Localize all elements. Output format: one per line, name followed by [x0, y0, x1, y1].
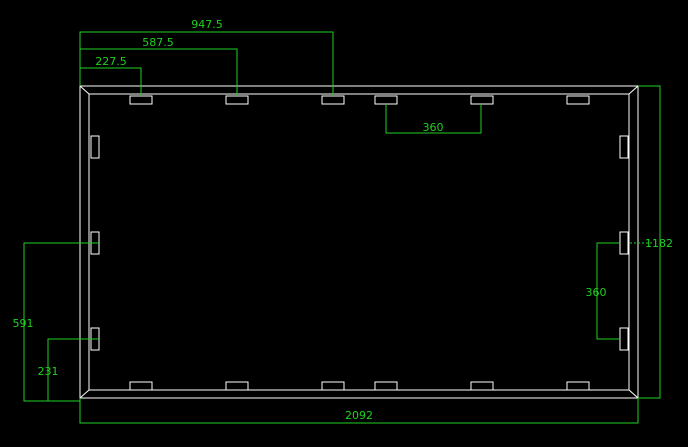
clip-top-6 — [566, 95, 590, 105]
inner-frame-rect — [88, 93, 630, 391]
frame — [79, 85, 639, 399]
clip-bottom-5 — [470, 381, 494, 391]
clip-right-1 — [619, 135, 629, 159]
label-top-360: 360 — [423, 121, 444, 134]
frame-corner-br — [628, 389, 639, 399]
clip-bottom-6 — [566, 381, 590, 391]
dim-line-591 — [23, 242, 99, 402]
clip-bottom-2 — [225, 381, 249, 391]
clip-bottom-3 — [321, 381, 345, 391]
clip-left-1 — [90, 135, 100, 159]
label-right-360: 360 — [586, 286, 607, 299]
clip-bottom-4 — [374, 381, 398, 391]
label-1182: 1182 — [645, 237, 673, 250]
dim-line-1182 — [638, 85, 661, 399]
dim-line-top-360 — [385, 104, 482, 134]
dim-line-2092 — [79, 398, 639, 424]
dimension-labels: 947.5 587.5 227.5 360 1182 360 591 231 2… — [13, 18, 674, 422]
label-227: 227.5 — [95, 55, 127, 68]
dim-line-right-360 — [596, 242, 620, 340]
clip-top-5 — [470, 95, 494, 105]
frame-corner-bl — [79, 389, 90, 399]
frame-corner-tl — [79, 85, 90, 95]
label-2092: 2092 — [345, 409, 373, 422]
dim-line-587 — [80, 48, 238, 96]
label-587: 587.5 — [142, 36, 174, 49]
dim-line-231 — [47, 338, 99, 401]
dimension-lines — [23, 31, 661, 424]
label-591: 591 — [13, 317, 34, 330]
dim-line-227 — [80, 67, 142, 96]
label-947: 947.5 — [191, 18, 223, 31]
outer-frame-rect — [79, 85, 639, 399]
dim-line-947 — [79, 31, 334, 96]
clip-bottom-1 — [129, 381, 153, 391]
frame-corner-tr — [628, 85, 639, 95]
label-231: 231 — [38, 365, 59, 378]
